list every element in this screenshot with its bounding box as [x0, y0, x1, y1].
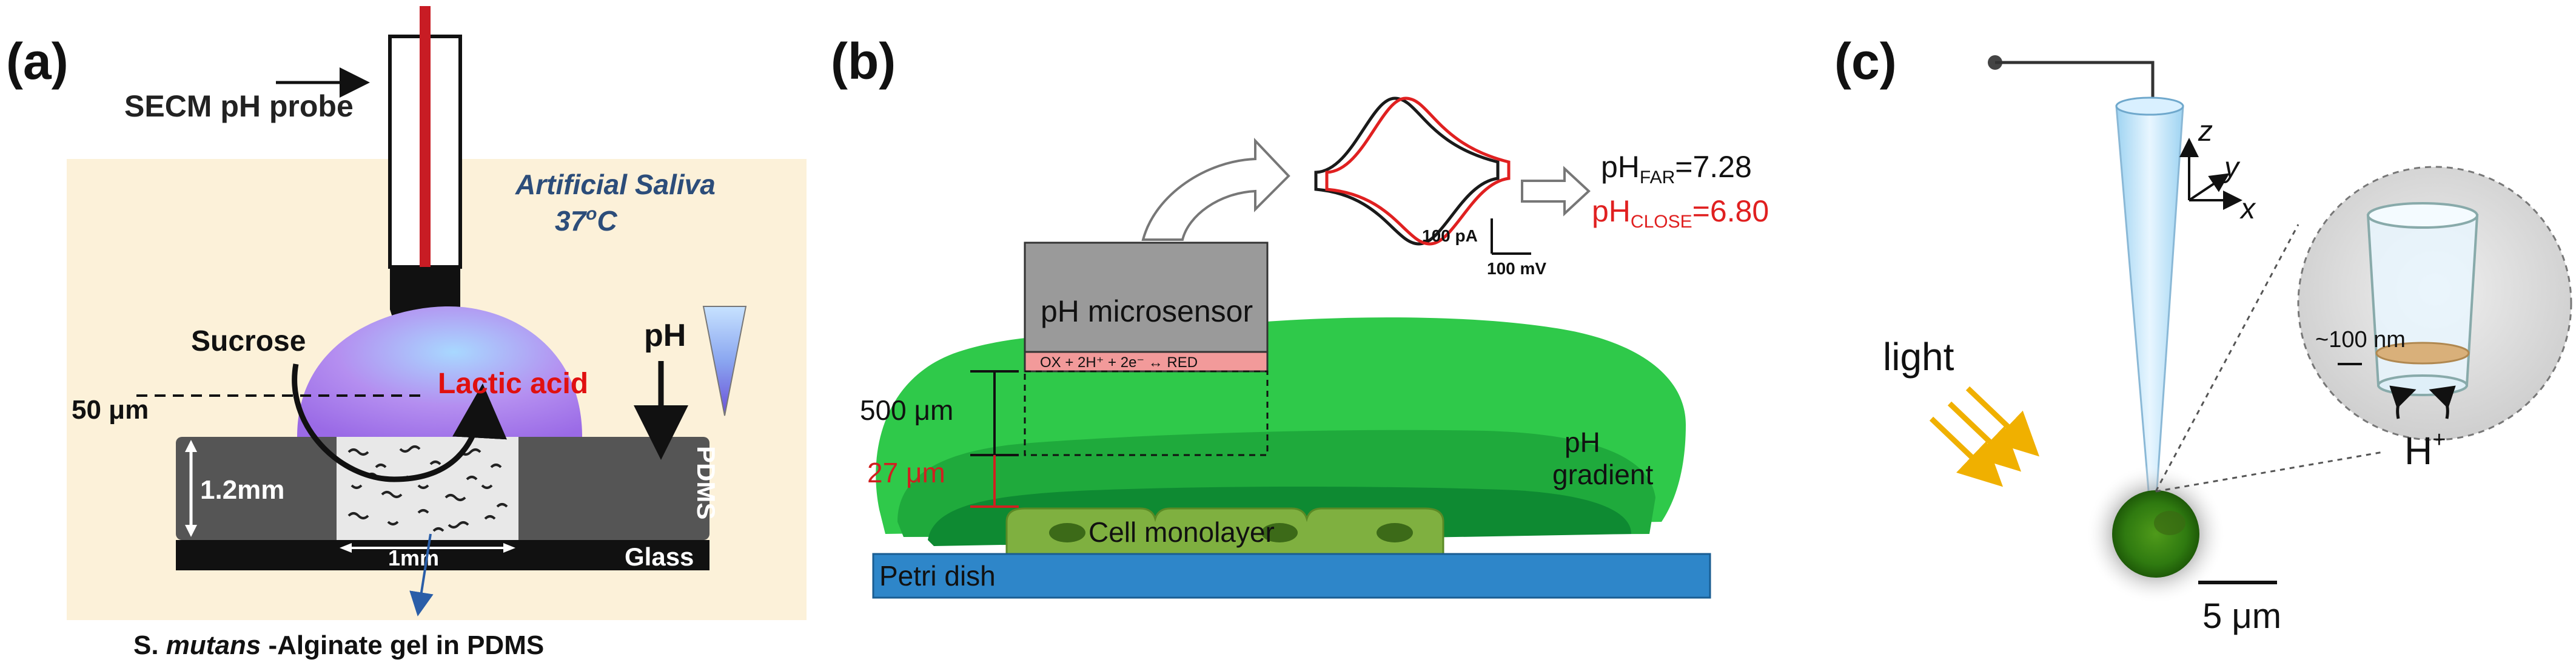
petri-dish-label: Petri dish	[879, 560, 996, 592]
zoom-line-top	[2155, 224, 2299, 492]
gradient-label-line2: gradient	[1552, 459, 1653, 490]
scale-bar-label: 5 μm	[2202, 596, 2281, 636]
width-arrowhead-right	[503, 543, 515, 553]
ph-close-value: pHCLOSE=6.80	[1592, 194, 1769, 232]
proton-influx-arrows	[2389, 385, 2456, 419]
sensor-shadow-outline	[1024, 370, 1269, 456]
panel-a: (a) SECM pH probe Artificial Saliva 37oC	[6, 6, 807, 660]
sensing-film	[2375, 342, 2470, 365]
axis-z-label: z	[2198, 115, 2213, 147]
far-distance-label: 500 μm	[860, 394, 953, 426]
axis-y-label: y	[2222, 152, 2241, 184]
panel-b: (b) Cell monolayer Petri dish pH gradien…	[831, 33, 1769, 599]
gradient-label-line1: pH	[1565, 427, 1600, 458]
light-label: light	[1883, 335, 1954, 379]
reaction-label: OX + 2H⁺ + 2e⁻ ↔ RED	[1040, 354, 1198, 371]
width-label: 1mm	[388, 545, 439, 570]
sensing-layer	[1024, 351, 1269, 373]
probe-label: SECM pH probe	[124, 89, 354, 123]
medium-label: Artificial Saliva	[515, 169, 716, 200]
ph-microsensor	[1024, 241, 1269, 353]
close-distance-label: 27 μm	[867, 457, 945, 488]
cv-curve-far	[1314, 96, 1500, 246]
distance-label: 50 μm	[72, 395, 149, 425]
cyclic-voltammogram	[1314, 96, 1511, 246]
panel-c: (c) z y x light 5 μm	[1834, 33, 2572, 636]
height-arrowhead-top	[185, 440, 197, 452]
glass-label: Glass	[625, 542, 694, 571]
pipette-tip-model	[2366, 202, 2479, 396]
glass-slide	[176, 540, 709, 570]
lactic-acid-label: Lactic acid	[438, 368, 588, 400]
ph-gradient-triangle	[702, 306, 747, 416]
height-label: 1.2mm	[200, 475, 284, 505]
medium-temperature: 37oC	[555, 204, 618, 237]
result-arrow	[1521, 166, 1591, 217]
width-arrowhead-left	[340, 543, 352, 553]
proton-label: H+	[2404, 427, 2446, 473]
sucrose-label: Sucrose	[191, 325, 306, 357]
size-label: ~100 nm	[2315, 327, 2406, 353]
voltage-scale-label: 100 mV	[1487, 259, 1546, 278]
axes-gizmo	[2179, 138, 2242, 210]
caption: S. mutans -Alginate gel in PDMS	[133, 630, 544, 660]
nanopipette	[2115, 105, 2184, 499]
ph-label: pH	[644, 318, 686, 353]
height-arrowhead-bottom	[185, 525, 197, 537]
pipette-opening	[2115, 96, 2184, 116]
cell-monolayer	[1005, 507, 1444, 556]
cell-monolayer-label: Cell monolayer	[1088, 516, 1275, 548]
pdms-label: PDMS	[692, 446, 720, 519]
biofilm-dome	[297, 306, 582, 437]
cell-nucleus	[2154, 511, 2185, 535]
metabolism-arrow	[292, 363, 507, 482]
petri-dish	[872, 553, 1711, 599]
panel-a-label: (a)	[6, 33, 69, 90]
axis-x-label: x	[2239, 193, 2256, 225]
panel-c-label: (c)	[1834, 33, 1897, 90]
cv-curve-close	[1325, 96, 1511, 246]
cell	[2112, 490, 2199, 578]
sensor-label: pH microsensor	[1041, 294, 1253, 328]
light-rays	[1929, 386, 2040, 487]
alginate-gel	[337, 437, 518, 540]
panel-b-label: (b)	[831, 33, 896, 90]
signal-curved-arrow	[1141, 137, 1290, 241]
caption-pointer	[409, 533, 434, 616]
current-scale-label: 100 pA	[1422, 226, 1478, 245]
ph-far-value: pHFAR=7.28	[1601, 150, 1752, 187]
